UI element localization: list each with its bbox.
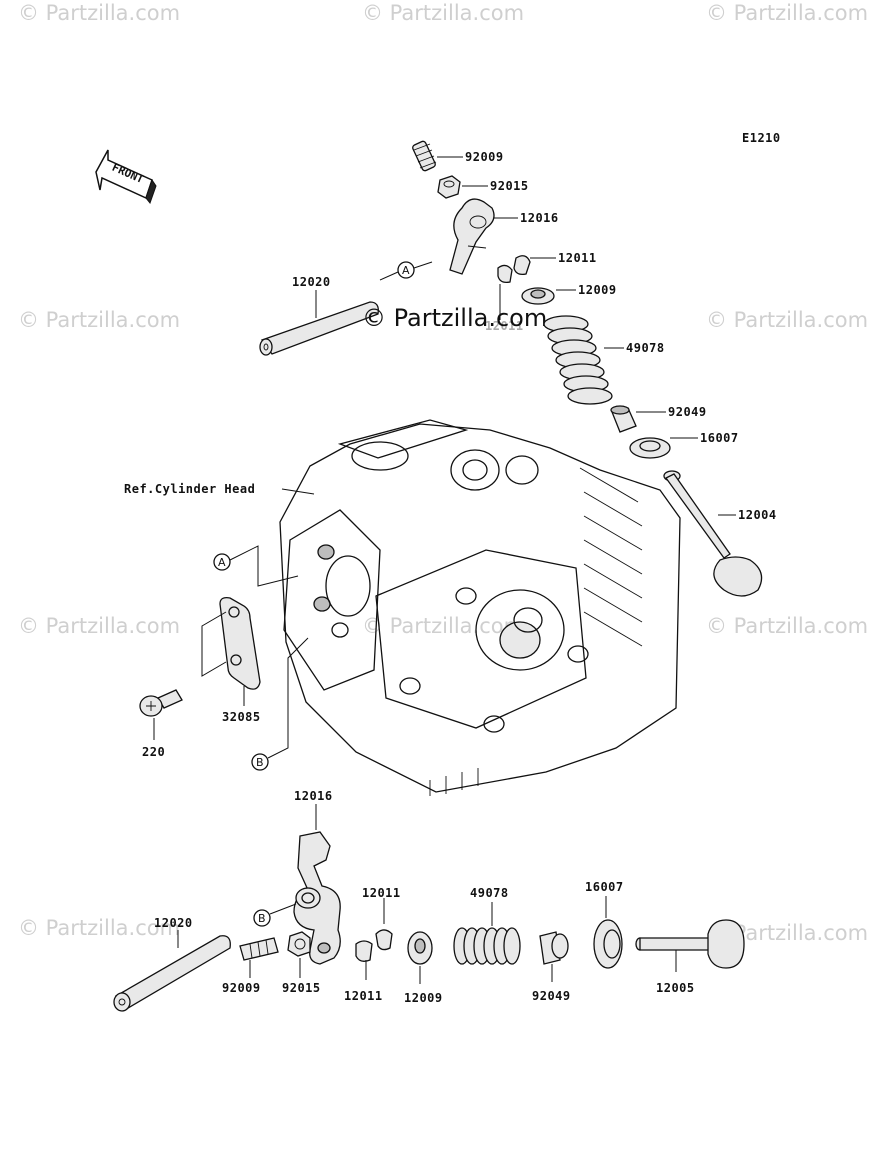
label-lower-12016: 12016 [294, 789, 333, 803]
watermark-top-right: © Partzilla.com [706, 1, 868, 25]
upper-valve-cotters [497, 255, 531, 284]
label-upper-92049: 92049 [668, 405, 707, 419]
watermark-bottom-left: © Partzilla.com [18, 916, 180, 940]
lower-rocker-shaft [113, 935, 231, 1012]
lower-spring-retainer [407, 931, 433, 965]
label-lower-92009: 92009 [222, 981, 261, 995]
cylinder-head [279, 419, 681, 796]
upper-lock-nut [437, 175, 461, 199]
lower-lock-nut [287, 931, 311, 957]
upper-rocker-arm [449, 198, 495, 275]
upper-intake-valve [663, 470, 763, 597]
watermark-group: © Partzilla.com © Partzilla.com © Partzi… [18, 1, 868, 945]
label-upper-12009: 12009 [578, 283, 617, 297]
label-lower-92015: 92015 [282, 981, 321, 995]
watermark-mid-left: © Partzilla.com [18, 308, 180, 332]
label-lower-12011-a: 12011 [362, 886, 401, 900]
lower-spring-seat [593, 919, 623, 969]
upper-adjusting-screw [412, 140, 437, 172]
label-lower-92049: 92049 [532, 989, 571, 1003]
upper-cover-plate [219, 596, 261, 690]
label-upper-32085: 32085 [222, 710, 261, 724]
upper-valve-spring [543, 315, 613, 405]
label-upper-92015: 92015 [490, 179, 529, 193]
label-upper-16007: 16007 [700, 431, 739, 445]
label-upper-220: 220 [142, 745, 165, 759]
lower-adjusting-screw [239, 937, 279, 961]
watermark-center: © Partzilla.com [362, 304, 547, 332]
svg-text:B: B [256, 756, 264, 769]
label-upper-12004: 12004 [738, 508, 777, 522]
label-upper-92009: 92009 [465, 150, 504, 164]
watermark-top-center: © Partzilla.com [362, 1, 524, 25]
upper-spring-retainer [521, 287, 555, 305]
label-upper-12020: 12020 [292, 275, 331, 289]
watermark-low-right: © Partzilla.com [706, 614, 868, 638]
lower-exhaust-valve [635, 919, 745, 969]
watermark-low-left: © Partzilla.com [18, 614, 180, 638]
ref-circle-a-left: A [213, 553, 231, 571]
label-lower-12020: 12020 [154, 916, 193, 930]
label-lower-12009: 12009 [404, 991, 443, 1005]
diagram-code: E1210 [742, 131, 781, 145]
label-upper-12011-b: 12011 [485, 319, 524, 333]
watermark-low-center: © Partzilla.com [362, 614, 524, 638]
upper-rocker-shaft [259, 301, 379, 356]
ref-circle-a-upper: A [397, 261, 415, 279]
upper-screw-220 [139, 689, 183, 717]
ref-cylinder-head-label: Ref.Cylinder Head [124, 482, 255, 496]
lower-valve-stem-seal [539, 931, 569, 965]
label-lower-12005: 12005 [656, 981, 695, 995]
watermark-mid-right: © Partzilla.com [706, 308, 868, 332]
upper-spring-seat [629, 437, 671, 459]
label-upper-12011: 12011 [558, 251, 597, 265]
lower-valve-spring [453, 927, 521, 965]
svg-text:A: A [402, 264, 410, 277]
lower-rocker-arm [293, 831, 341, 965]
label-lower-16007: 16007 [585, 880, 624, 894]
ref-circle-b-lower: B [253, 909, 271, 927]
svg-text:B: B [258, 912, 266, 925]
lower-valve-cotters [355, 929, 393, 962]
label-lower-49078: 49078 [470, 886, 509, 900]
svg-text:A: A [218, 556, 226, 569]
label-lower-12011-b: 12011 [344, 989, 383, 1003]
watermark-top-left: © Partzilla.com [18, 1, 180, 25]
label-upper-12016: 12016 [520, 211, 559, 225]
upper-valve-stem-seal [610, 405, 637, 433]
ref-circle-b-left: B [251, 753, 269, 771]
front-arrow-icon: FRONT [95, 149, 157, 205]
label-upper-49078: 49078 [626, 341, 665, 355]
